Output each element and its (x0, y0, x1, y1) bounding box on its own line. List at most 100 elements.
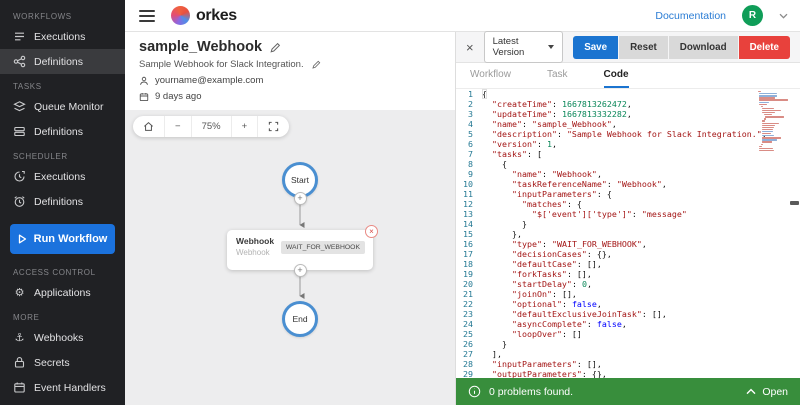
code-line[interactable]: 1{ (456, 89, 800, 99)
tab-task[interactable]: Task (546, 69, 568, 80)
applications-icon: ⚙ (14, 286, 25, 299)
close-panel-button[interactable]: × (466, 39, 474, 55)
sidebar-item-label: Webhooks (34, 331, 84, 344)
sidebar-section-more: MORE (13, 313, 40, 322)
code-line[interactable]: 7 "tasks": [ (456, 149, 800, 159)
sidebar-item-event-handlers[interactable]: Event Handlers (0, 375, 125, 400)
chevron-up-icon (746, 388, 756, 395)
sidebar-item-webhooks[interactable]: ⚓ Webhooks (0, 325, 125, 350)
webhook-task-node[interactable]: Webhook Webhook WAIT_FOR_WEBHOOK × (227, 225, 378, 270)
code-line[interactable]: 24 "asyncComplete": false, (456, 319, 800, 329)
code-line[interactable]: 13 "$['event']['type']": "message" (456, 209, 800, 219)
orkes-logo: orkes (171, 6, 237, 25)
code-line[interactable]: 19 "forkTasks": [], (456, 269, 800, 279)
sidebar-item-workflow-definitions[interactable]: Definitions (0, 49, 125, 74)
orkes-logo-icon (171, 6, 190, 25)
code-editor[interactable]: 1{2 "createTime": 1667813262472,3 "updat… (456, 89, 800, 378)
secrets-icon (13, 356, 26, 369)
code-lines: 1{2 "createTime": 1667813262472,3 "updat… (456, 89, 800, 378)
edit-title-icon[interactable] (270, 42, 281, 53)
code-line[interactable]: 4 "name": "sample_Webhook", (456, 119, 800, 129)
queue-monitor-icon (13, 100, 26, 113)
sidebar-item-applications[interactable]: ⚙ Applications (0, 280, 125, 305)
code-line[interactable]: 9 "name": "Webhook", (456, 169, 800, 179)
code-line[interactable]: 10 "taskReferenceName": "Webhook", (456, 179, 800, 189)
home-button[interactable] (133, 116, 165, 137)
chevron-down-icon[interactable] (779, 13, 788, 19)
task-definitions-icon (13, 125, 26, 138)
sidebar-item-workflow-executions[interactable]: Executions (0, 24, 125, 49)
code-line[interactable]: 29 "outputParameters": {}, (456, 369, 800, 378)
sidebar-item-label: Executions (34, 30, 86, 43)
zoom-in-button[interactable]: + (232, 116, 259, 137)
line-number: 29 (463, 369, 473, 378)
code-line[interactable]: 8 { (456, 159, 800, 169)
sidebar-item-label: Executions (34, 170, 86, 183)
start-node-label: Start (291, 175, 309, 185)
code-line[interactable]: 11 "inputParameters": { (456, 189, 800, 199)
line-number: 26 (463, 339, 473, 349)
line-number: 12 (463, 199, 473, 209)
code-line[interactable]: 15 }, (456, 229, 800, 239)
line-number: 17 (463, 249, 473, 259)
remove-task-button[interactable]: × (365, 225, 378, 238)
orkes-logo-text: orkes (196, 6, 237, 24)
scheduler-executions-icon (13, 170, 26, 183)
version-selector[interactable]: Latest Version (483, 31, 564, 63)
zoom-out-button[interactable]: − (165, 116, 192, 137)
code-line[interactable]: 17 "decisionCases": {}, (456, 249, 800, 259)
reset-button[interactable]: Reset (619, 35, 668, 59)
add-task-button[interactable]: + (293, 263, 307, 277)
line-number: 18 (463, 259, 473, 269)
minimap[interactable] (758, 91, 790, 348)
run-workflow-button[interactable]: Run Workflow (10, 224, 115, 254)
code-line[interactable]: 25 "loopOver": [] (456, 329, 800, 339)
sidebar-item-task-definitions[interactable]: Definitions (0, 119, 125, 144)
code-line[interactable]: 21 "joinOn": [], (456, 289, 800, 299)
save-button[interactable]: Save (573, 35, 619, 59)
code-line[interactable]: 5 "description": "Sample Webhook for Sla… (456, 129, 800, 139)
sidebar-item-api-documentation[interactable]: API Documentation (0, 400, 125, 405)
plus-icon: + (297, 264, 303, 275)
sidebar-item-scheduler-definitions[interactable]: Definitions (0, 189, 125, 214)
code-line[interactable]: 16 "type": "WAIT_FOR_WEBHOOK", (456, 239, 800, 249)
sidebar-item-label: Secrets (34, 356, 70, 369)
code-line[interactable]: 3 "updateTime": 1667813332282, (456, 109, 800, 119)
add-task-button[interactable]: + (293, 192, 307, 205)
code-line[interactable]: 2 "createTime": 1667813262472, (456, 99, 800, 109)
sidebar-item-secrets[interactable]: Secrets (0, 350, 125, 375)
sidebar-item-scheduler-executions[interactable]: Executions (0, 164, 125, 189)
hamburger-menu-icon[interactable] (139, 9, 155, 22)
open-problems-toggle[interactable]: Open (746, 386, 788, 398)
fit-view-button[interactable] (258, 116, 289, 137)
code-line[interactable]: 28 "inputParameters": [], (456, 359, 800, 369)
code-line[interactable]: 6 "version": 1, (456, 139, 800, 149)
code-line[interactable]: 18 "defaultCase": [], (456, 259, 800, 269)
webhooks-icon: ⚓ (14, 331, 25, 344)
code-line[interactable]: 26 } (456, 339, 800, 349)
end-node[interactable]: End (282, 301, 318, 337)
scheduler-definitions-icon (13, 195, 26, 208)
tab-code[interactable]: Code (603, 63, 629, 88)
task-node-subtitle: Webhook (236, 248, 270, 257)
code-line[interactable]: 20 "startDelay": 0, (456, 279, 800, 289)
workflow-owner: yourname@example.com (155, 75, 264, 86)
line-number: 8 (468, 159, 473, 169)
code-line[interactable]: 14 } (456, 219, 800, 229)
documentation-link[interactable]: Documentation (655, 9, 726, 22)
download-button[interactable]: Download (668, 35, 738, 59)
sidebar-section-workflows: WORKFLOWS (13, 12, 72, 21)
workflow-info: sample_Webhook Sample Webhook for Slack … (125, 32, 455, 110)
code-line[interactable]: 12 "matches": { (456, 199, 800, 209)
code-line[interactable]: 27 ], (456, 349, 800, 359)
workflow-canvas[interactable]: − 75% + Start + (125, 110, 455, 405)
tab-workflow[interactable]: Workflow (470, 69, 511, 80)
delete-button[interactable]: Delete (738, 35, 790, 59)
line-number: 13 (463, 209, 473, 219)
code-line[interactable]: 23 "defaultExclusiveJoinTask": [], (456, 309, 800, 319)
sidebar-item-queue-monitor[interactable]: Queue Monitor (0, 94, 125, 119)
edit-description-icon[interactable] (311, 60, 321, 69)
scrollbar-thumb[interactable] (790, 201, 799, 205)
avatar[interactable]: R (742, 5, 763, 26)
code-line[interactable]: 22 "optional": false, (456, 299, 800, 309)
